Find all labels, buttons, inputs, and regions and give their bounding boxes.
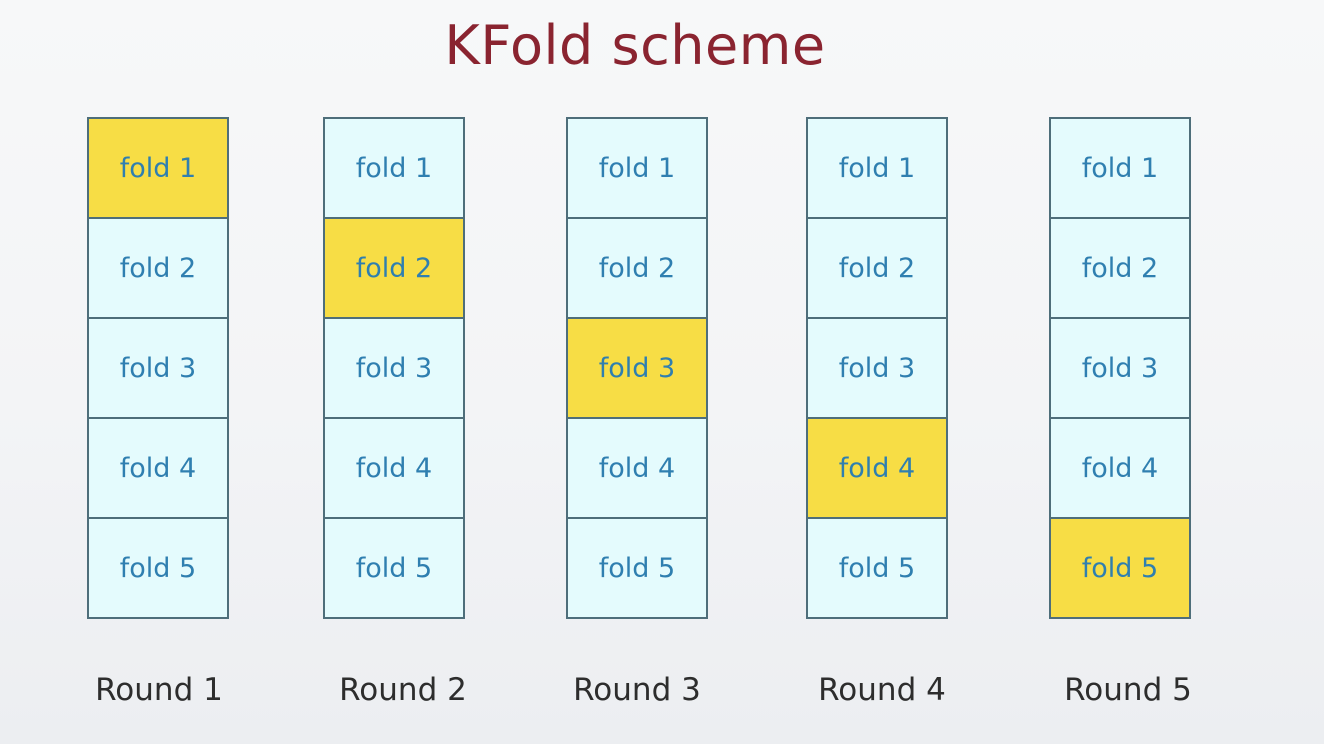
round-label: Round 5: [1064, 672, 1192, 708]
training-fold-cell: fold 1: [806, 117, 948, 219]
training-fold-cell: fold 3: [323, 317, 465, 419]
round-label: Round 4: [818, 672, 946, 708]
training-fold-cell: fold 5: [806, 517, 948, 619]
validation-fold-cell: fold 4: [806, 417, 948, 519]
training-fold-cell: fold 4: [1049, 417, 1191, 519]
training-fold-cell: fold 2: [806, 217, 948, 319]
training-fold-cell: fold 4: [566, 417, 708, 519]
round-label: Round 1: [95, 672, 223, 708]
validation-fold-cell: fold 1: [87, 117, 229, 219]
training-fold-cell: fold 3: [806, 317, 948, 419]
training-fold-cell: fold 2: [566, 217, 708, 319]
training-fold-cell: fold 1: [1049, 117, 1191, 219]
training-fold-cell: fold 2: [87, 217, 229, 319]
training-fold-cell: fold 4: [87, 417, 229, 519]
round-label: Round 3: [573, 672, 701, 708]
training-fold-cell: fold 5: [566, 517, 708, 619]
training-fold-cell: fold 4: [323, 417, 465, 519]
round-label: Round 2: [339, 672, 467, 708]
training-fold-cell: fold 2: [1049, 217, 1191, 319]
validation-fold-cell: fold 2: [323, 217, 465, 319]
training-fold-cell: fold 3: [87, 317, 229, 419]
diagram-title: KFold scheme: [444, 14, 826, 77]
training-fold-cell: fold 1: [323, 117, 465, 219]
training-fold-cell: fold 5: [87, 517, 229, 619]
validation-fold-cell: fold 5: [1049, 517, 1191, 619]
training-fold-cell: fold 1: [566, 117, 708, 219]
training-fold-cell: fold 3: [1049, 317, 1191, 419]
training-fold-cell: fold 5: [323, 517, 465, 619]
validation-fold-cell: fold 3: [566, 317, 708, 419]
